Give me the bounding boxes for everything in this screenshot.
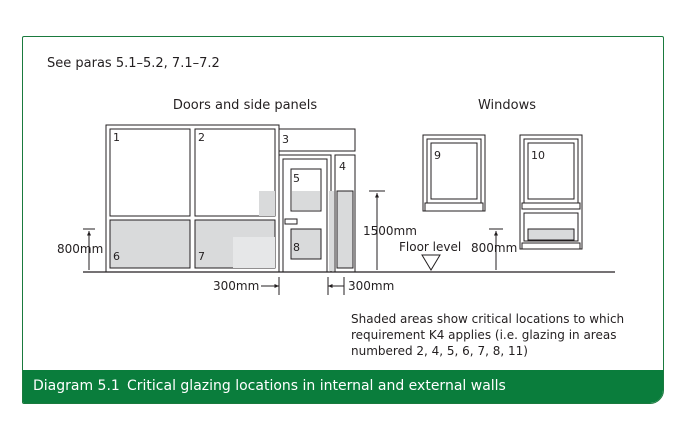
- door-handle: [284, 218, 298, 225]
- door-assembly: [105, 124, 356, 273]
- note-line-2: requirement K4 applies (i.e. glazing in …: [351, 328, 616, 342]
- label-7: 7: [198, 250, 205, 263]
- dimension-800-door: [83, 228, 95, 270]
- panel-2: [194, 128, 276, 217]
- dim-800-window-text: 800mm: [471, 241, 517, 255]
- dimension-800-window: [489, 228, 503, 270]
- windows-title: Windows: [478, 98, 536, 113]
- door-side-shade: [329, 191, 334, 271]
- label-3: 3: [282, 133, 289, 146]
- panel-3: [278, 128, 356, 152]
- floor-level-marker: [421, 254, 441, 271]
- label-2: 2: [198, 131, 205, 144]
- label-10: 10: [531, 149, 545, 162]
- note-line-3: numbered 2, 4, 5, 6, 7, 8, 11): [351, 344, 528, 358]
- panel-6: [109, 219, 191, 269]
- panel-4: [336, 190, 354, 269]
- window-9: [422, 134, 486, 212]
- label-5: 5: [293, 172, 300, 185]
- side-panel-frame: [334, 154, 356, 273]
- note-line-1: Shaded areas show critical locations to …: [351, 312, 624, 326]
- dim-800-door-text: 800mm: [57, 242, 103, 256]
- label-8: 8: [293, 241, 300, 254]
- diagram-frame: See paras 5.1–5.2, 7.1–7.2 Doors and sid…: [22, 36, 664, 404]
- reference-text: See paras 5.1–5.2, 7.1–7.2: [47, 56, 220, 71]
- dimension-1500: [369, 190, 385, 270]
- panel-8: [290, 228, 322, 260]
- glazing-diagram: See paras 5.1–5.2, 7.1–7.2 Doors and sid…: [47, 56, 624, 358]
- panel-5: [290, 168, 322, 212]
- diagram-caption: Critical glazing locations in internal a…: [127, 378, 506, 394]
- dim-300-left-text: 300mm: [213, 279, 259, 293]
- floor-level-text: Floor level: [399, 240, 461, 254]
- dimension-300-right: [327, 277, 345, 295]
- dim-1500-text: 1500mm: [363, 224, 417, 238]
- diagram-number: Diagram 5.1: [33, 378, 120, 394]
- label-6: 6: [113, 250, 120, 263]
- label-4: 4: [339, 160, 346, 173]
- dimension-300-left: [261, 277, 280, 295]
- window-10-11: [519, 134, 583, 250]
- label-1: 1: [113, 131, 120, 144]
- panel-5-shade: [292, 191, 320, 210]
- panel-11: [527, 228, 575, 241]
- doors-title: Doors and side panels: [173, 98, 318, 113]
- panel-1: [109, 128, 191, 217]
- label-9: 9: [434, 149, 441, 162]
- dim-300-right-text: 300mm: [348, 279, 394, 293]
- caption-bar: Diagram 5.1 Critical glazing locations i…: [23, 370, 663, 403]
